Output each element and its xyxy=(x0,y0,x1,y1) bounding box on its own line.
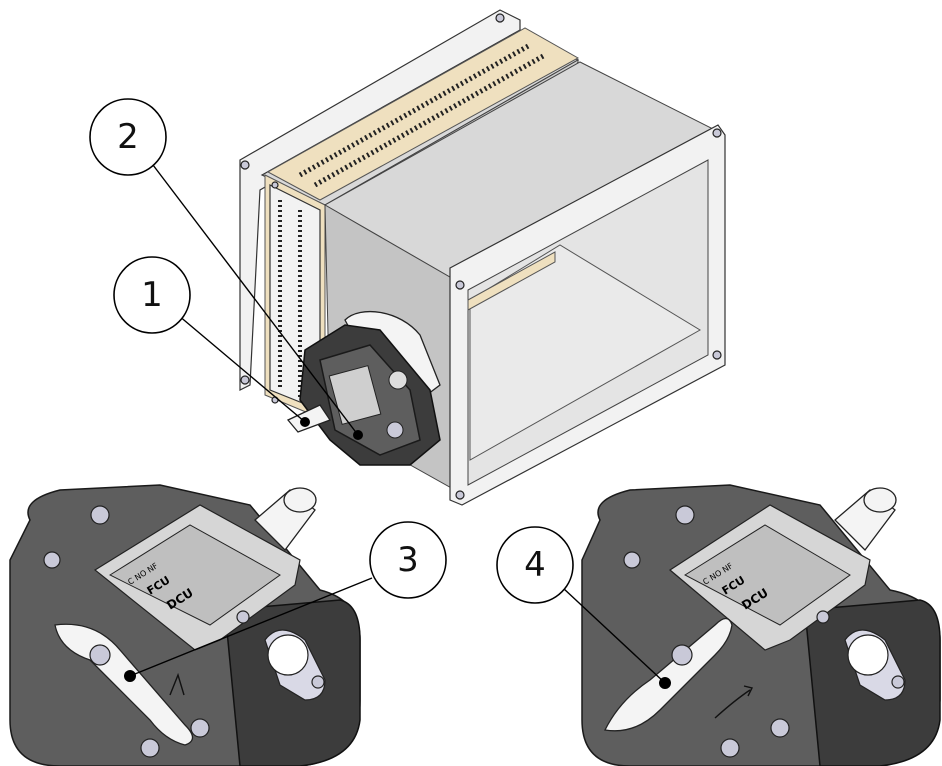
lever-pivot-right xyxy=(671,644,693,666)
callout-4-circle xyxy=(496,526,574,604)
actuator-small xyxy=(286,310,441,466)
lever-handle-left xyxy=(54,623,194,746)
callout-1-label: 1 xyxy=(141,275,163,315)
damper-assembly xyxy=(239,9,726,506)
blade-gasket xyxy=(467,251,556,311)
actuator-detail-right: DCU FCU C NO NF xyxy=(581,484,941,766)
cable-gland-left xyxy=(254,487,317,551)
crank-hole-left xyxy=(267,634,309,676)
callout-2: 2 xyxy=(89,98,167,176)
leader-4 xyxy=(562,587,666,684)
callout-4-label: 4 xyxy=(524,545,546,585)
lever-pivot-left xyxy=(89,644,111,666)
side-vent-slots xyxy=(278,200,302,400)
lever-handle-right xyxy=(604,617,733,732)
leader-1 xyxy=(177,314,306,423)
callout-2-label: 2 xyxy=(117,117,139,157)
leader-1-dot xyxy=(300,417,310,427)
leader-3 xyxy=(129,577,373,677)
leader-2 xyxy=(152,164,359,436)
leader-4-dot xyxy=(659,677,671,689)
cable-gland-right xyxy=(834,487,897,551)
callout-1-circle xyxy=(113,256,191,334)
callout-4: 4 xyxy=(496,526,574,604)
actuator-detail-left: DCU FCU C NO NF xyxy=(9,484,361,766)
top-gasket xyxy=(266,27,580,201)
top-vent-slots xyxy=(298,42,547,188)
callout-1: 1 xyxy=(113,256,191,334)
callout-3-label: 3 xyxy=(397,540,419,580)
terminal-block-right xyxy=(683,524,851,626)
callout-2-circle xyxy=(89,98,167,176)
callout-3-circle xyxy=(369,521,447,599)
callout-3: 3 xyxy=(369,521,447,599)
flange-bolts xyxy=(240,13,722,500)
leader-2-dot xyxy=(353,430,363,440)
duct-interior xyxy=(469,244,701,461)
leader-3-dot xyxy=(124,670,136,682)
terminal-block-left xyxy=(108,524,281,626)
crank-hole-right xyxy=(847,634,889,676)
